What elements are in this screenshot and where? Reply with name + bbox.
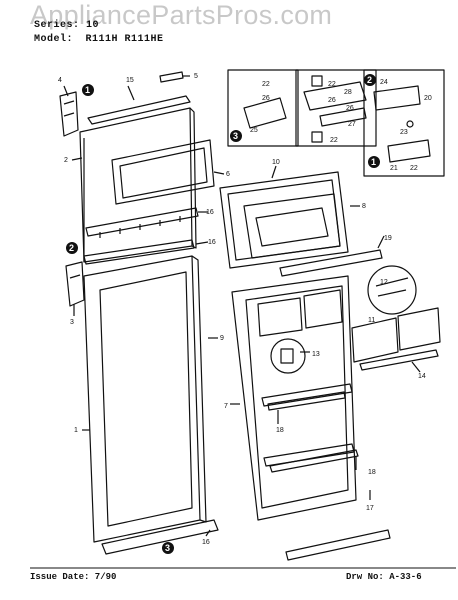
shelf-rail — [359, 349, 439, 371]
part-16-b: 16 — [208, 239, 216, 246]
part-numbers: 4 15 5 2 6 16 16 10 8 19 3 9 12 11 13 7 … — [58, 73, 432, 546]
door-bar-upper — [261, 383, 353, 407]
part-18-b: 18 — [368, 469, 376, 476]
callout-3-inset: 3 — [233, 131, 238, 141]
callout-3-bottom: 3 — [165, 543, 170, 553]
part-14: 14 — [418, 373, 426, 380]
freezer-handle — [87, 95, 191, 125]
series-line: Series: 10 — [34, 20, 99, 31]
watermark: AppliancePartsPros.com — [30, 0, 333, 30]
model-line: Model: R111H R111HE — [34, 34, 164, 45]
inset-box-left — [227, 69, 299, 147]
callout-2-inset: 2 — [367, 75, 372, 85]
freezer-liner — [111, 139, 215, 205]
part-13: 13 — [312, 351, 320, 358]
part-17: 17 — [366, 505, 374, 512]
issue-date: Issue Date: 7/90 — [30, 572, 117, 582]
part-2: 2 — [64, 157, 68, 164]
detail-circle-13 — [270, 338, 306, 374]
part-23: 23 — [400, 129, 408, 136]
model-prefix: Model: — [34, 34, 74, 45]
bottom-hinge-strip — [101, 519, 219, 555]
hinge-bracket-top — [59, 91, 79, 137]
middle-hinge — [65, 261, 85, 307]
drawing-number: Drw No: A-33-6 — [346, 572, 422, 582]
part-8: 8 — [362, 203, 366, 210]
part-27: 27 — [348, 121, 356, 128]
part-6: 6 — [226, 171, 230, 178]
callout-1-freezer: 1 — [85, 85, 90, 95]
fresh-food-door — [83, 255, 201, 543]
part-26-b: 26 — [328, 97, 336, 104]
freezer-gasket-strip — [85, 207, 199, 237]
freezer-gasket-frame — [219, 171, 349, 269]
door-bar-lower — [263, 443, 355, 467]
part-15: 15 — [126, 77, 134, 84]
part-18-a: 18 — [276, 427, 284, 434]
part-26-c: 26 — [346, 105, 354, 112]
part-24: 24 — [380, 79, 388, 86]
part-16-a: 16 — [206, 209, 214, 216]
part-20: 20 — [424, 95, 432, 102]
bottom-bar — [285, 529, 391, 561]
part-10: 10 — [272, 159, 280, 166]
part-5: 5 — [194, 73, 198, 80]
part-25: 25 — [250, 127, 258, 134]
part-22-c: 22 — [330, 137, 338, 144]
freezer-door — [79, 107, 193, 263]
part-22-b: 22 — [328, 81, 336, 88]
part-28: 28 — [344, 89, 352, 96]
part-26-a: 26 — [262, 95, 270, 102]
hinge-strip — [83, 239, 195, 265]
part-3: 3 — [70, 319, 74, 326]
part-9: 9 — [220, 335, 224, 342]
part-11: 11 — [368, 317, 375, 324]
dairy-shelf — [351, 317, 399, 363]
freezer-inner-door — [243, 193, 341, 259]
part-4: 4 — [58, 77, 62, 84]
series-value: 10 — [86, 20, 100, 31]
callout-2-door: 2 — [69, 243, 74, 253]
handle-cap — [159, 71, 184, 83]
trim-strip — [279, 249, 383, 277]
part-21: 21 — [390, 165, 398, 172]
callout-1-inset: 1 — [371, 157, 376, 167]
callout-badges: 1 2 3 2 3 1 — [66, 74, 380, 554]
part-7: 7 — [224, 403, 228, 410]
model-value: R111H R111HE — [85, 34, 164, 45]
inset-box-right — [363, 69, 445, 177]
part-16-c: 16 — [202, 539, 210, 546]
part-22-d: 22 — [410, 165, 418, 172]
detail-circle-12 — [367, 265, 417, 315]
part-1: 1 — [74, 427, 78, 434]
part-19: 19 — [384, 235, 392, 242]
series-prefix: Series: — [34, 20, 80, 31]
part-12: 12 — [380, 279, 388, 286]
cabinet-liner — [231, 275, 357, 521]
part-22-a: 22 — [262, 81, 270, 88]
